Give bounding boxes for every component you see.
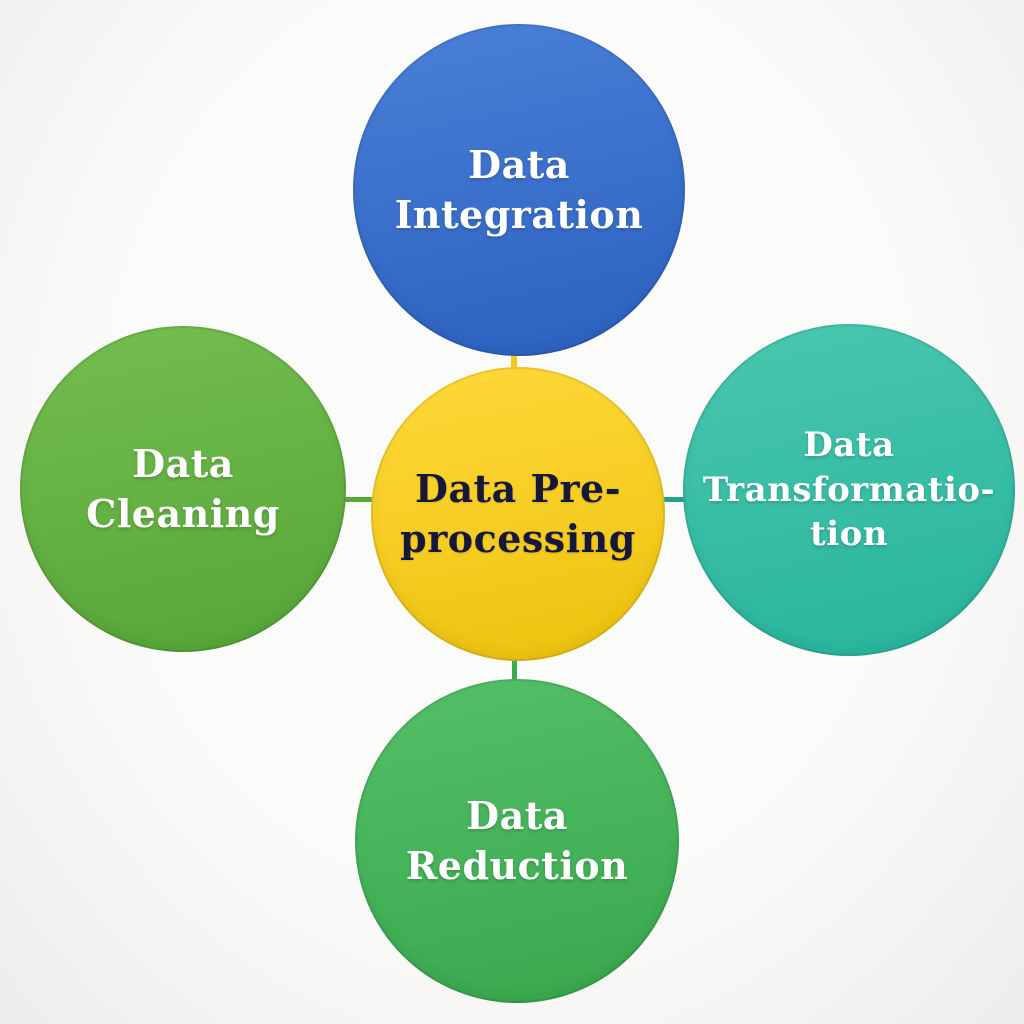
node-label-line: Data [468,141,570,187]
connector-top-to-center [511,348,517,380]
node-label-line: Data [466,792,568,838]
node-label-line: Cleaning [86,491,280,536]
node-label-line: tion [809,514,889,555]
node-data-preprocessing-hub: Data Pre- processing [371,367,665,661]
node-label-line: Data [132,440,234,486]
node-label-line: Integration [394,192,644,237]
node-label-line: Reduction [405,843,629,888]
node-data-transformation: Data Transformatio- tion [683,324,1015,656]
node-label-line: processing [400,516,636,561]
node-label-line: Data Pre- [414,465,622,511]
node-label-line: Transformatio- [702,469,996,510]
connector-bottom-to-center [512,648,517,684]
node-label-line: Data [803,424,895,465]
connector-right-to-center [660,497,690,502]
node-data-integration: Data Integration [353,24,685,356]
node-data-reduction: Data Reduction [355,679,679,1003]
node-data-cleaning: Data Cleaning [20,326,346,652]
connector-left-to-center [340,497,376,502]
